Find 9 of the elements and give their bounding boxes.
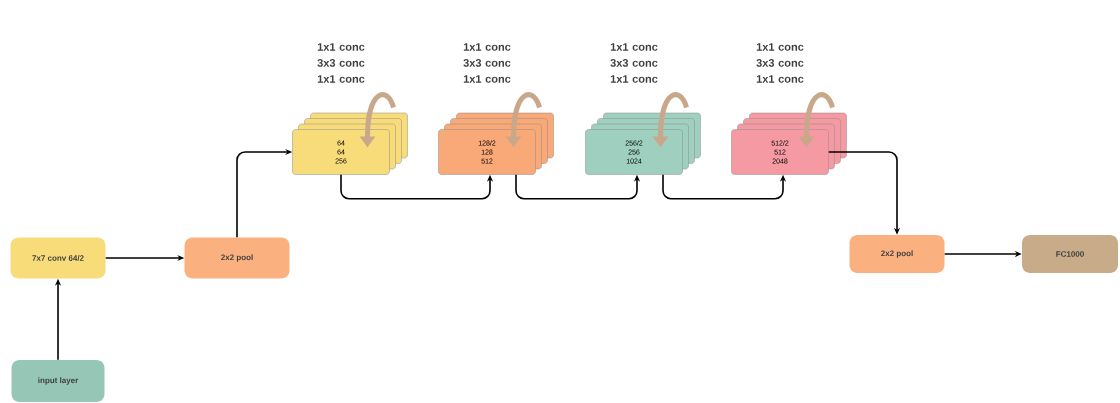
heading-text: 1x1 conc 3x3 conc 1x1 conc	[756, 43, 804, 83]
layer-box: FC1000	[1022, 235, 1118, 273]
layer-box: 2x2 pool	[849, 235, 945, 273]
layer-box: input layer	[11, 360, 105, 402]
heading-text: 1x1 conc 3x3 conc 1x1 conc	[463, 43, 511, 83]
heading-text: 1x1 conc 3x3 conc 1x1 conc	[610, 43, 658, 83]
layer-box: 7x7 conv 64/2	[10, 237, 106, 279]
heading-text: 1x1 conc 3x3 conc 1x1 conc	[317, 43, 365, 83]
layer-box: 2x2 pool	[184, 237, 290, 279]
